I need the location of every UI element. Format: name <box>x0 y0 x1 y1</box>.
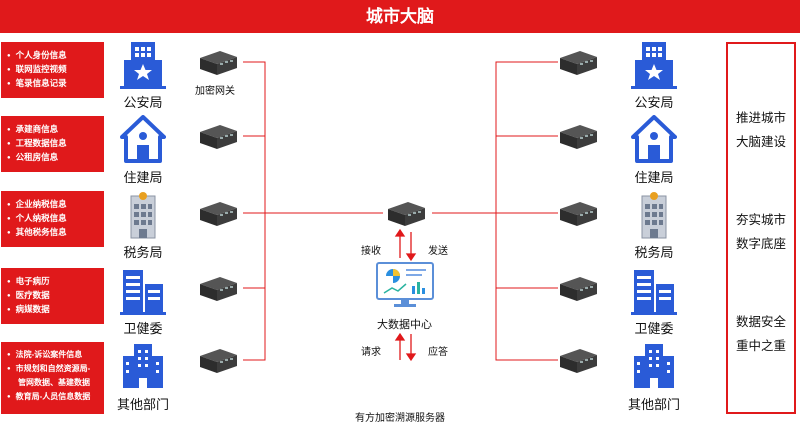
info-line: 管网数据、基建数据 <box>18 378 90 387</box>
info-line: 企业纳税信息 <box>7 197 100 211</box>
agency-label: 税务局 <box>634 245 674 260</box>
receive-label: 接收 <box>361 246 381 257</box>
response-arrowhead <box>405 353 417 362</box>
slogan-1: 推进城市 大脑建设 <box>728 106 794 154</box>
slogan-line: 夯实城市 <box>735 213 786 227</box>
slogan-2: 夯实城市 数字底座 <box>728 208 794 256</box>
agency-police-left: 公安局 <box>103 40 183 111</box>
agency-label: 公安局 <box>123 95 163 110</box>
slogan-line: 重中之重 <box>735 339 786 353</box>
info-box-tax: 企业纳税信息 个人纳税信息 其他税务信息 <box>1 191 104 247</box>
big-data-monitor-icon <box>376 262 434 307</box>
agency-label: 卫健委 <box>123 321 163 336</box>
info-line: 其他税务信息 <box>7 225 100 239</box>
agency-label: 卫健委 <box>634 321 674 336</box>
office-building-icon <box>123 344 163 388</box>
slogan-line: 大脑建设 <box>735 135 786 149</box>
big-data-center-label: 大数据中心 <box>377 319 432 331</box>
receive-arrowhead <box>394 228 406 237</box>
info-line: 电子病历 <box>7 274 100 288</box>
agency-police-right: 公安局 <box>614 40 694 111</box>
response-label: 应答 <box>428 347 448 358</box>
house-icon <box>120 115 166 163</box>
slogan-panel: 推进城市 大脑建设 夯实城市 数字底座 数据安全 重中之重 <box>726 42 796 414</box>
info-line: 联网监控视频 <box>7 62 100 76</box>
office-building-icon <box>634 344 674 388</box>
send-arrowhead <box>405 253 417 262</box>
info-line: 教育局-人员信息数据 <box>7 390 100 404</box>
gateway-device-icon <box>200 202 237 226</box>
agency-tax-right: 税务局 <box>614 190 694 261</box>
gateway-device-icon <box>200 277 237 301</box>
info-line: 个人纳税信息 <box>7 211 100 225</box>
gateway-label: 加密网关 <box>195 86 235 97</box>
info-line: 笔录信息记录 <box>7 76 100 90</box>
info-line: 公租房信息 <box>7 150 100 164</box>
agency-label: 住建局 <box>123 170 163 185</box>
info-line: 市规划和自然资源局- <box>7 362 100 376</box>
link-police-left <box>243 61 383 214</box>
info-line: 法院-诉讼案件信息 <box>7 348 100 362</box>
agency-label: 其他部门 <box>116 397 169 412</box>
gateway-device-icon <box>560 277 597 301</box>
agency-label: 公安局 <box>634 95 674 110</box>
info-box-health: 电子病历 医疗数据 病媒数据 <box>1 268 104 324</box>
info-box-housing: 承建商信息 工程数据信息 公租房信息 <box>1 116 104 172</box>
link-other-right <box>495 213 558 361</box>
agency-tax-left: 税务局 <box>103 190 183 261</box>
slogan-line: 数字底座 <box>735 237 786 251</box>
info-line: 病媒数据 <box>7 302 100 316</box>
agency-housing-right: 住建局 <box>614 115 694 186</box>
slogan-3: 数据安全 重中之重 <box>728 310 794 358</box>
info-line: 工程数据信息 <box>7 136 100 150</box>
server-label: 有方加密溯源服务器 <box>355 413 445 424</box>
info-line: 承建商信息 <box>7 122 100 136</box>
health-buildings-icon <box>120 270 166 315</box>
gateway-device-icon <box>200 349 237 373</box>
gateway-device-icon <box>560 349 597 373</box>
gateway-device-icon <box>560 51 597 75</box>
agency-other-right: 其他部门 <box>614 342 694 413</box>
agency-label: 其他部门 <box>627 397 680 412</box>
agency-health-right: 卫健委 <box>614 266 694 337</box>
page-title: 城市大脑 <box>0 0 800 33</box>
agency-health-left: 卫健委 <box>103 266 183 337</box>
slogan-line: 推进城市 <box>735 111 786 125</box>
link-police-right <box>432 61 558 214</box>
agency-label: 税务局 <box>123 245 163 260</box>
tax-building-icon <box>130 192 156 239</box>
tax-building-icon <box>641 192 667 239</box>
info-line: 个人身份信息 <box>7 48 100 62</box>
agency-other-left: 其他部门 <box>103 342 183 413</box>
info-line: 医疗数据 <box>7 288 100 302</box>
send-label: 发送 <box>428 246 448 257</box>
house-icon <box>631 115 677 163</box>
gateway-device-icon <box>560 125 597 149</box>
health-buildings-icon <box>631 270 677 315</box>
central-server-device-icon <box>388 202 425 226</box>
police-building-icon <box>631 42 677 89</box>
agency-housing-left: 住建局 <box>103 115 183 186</box>
info-box-police: 个人身份信息 联网监控视频 笔录信息记录 <box>1 42 104 98</box>
request-arrowhead <box>394 332 406 341</box>
police-building-icon <box>120 42 166 89</box>
request-label: 请求 <box>361 347 381 358</box>
gateway-device-icon <box>560 202 597 226</box>
slogan-line: 数据安全 <box>735 315 786 329</box>
link-other-left <box>243 213 266 361</box>
info-box-other: 法院-诉讼案件信息 市规划和自然资源局- 管网数据、基建数据 教育局-人员信息数… <box>1 342 104 414</box>
gateway-device-icon <box>200 125 237 149</box>
gateway-device-icon <box>200 51 237 75</box>
agency-label: 住建局 <box>634 170 674 185</box>
